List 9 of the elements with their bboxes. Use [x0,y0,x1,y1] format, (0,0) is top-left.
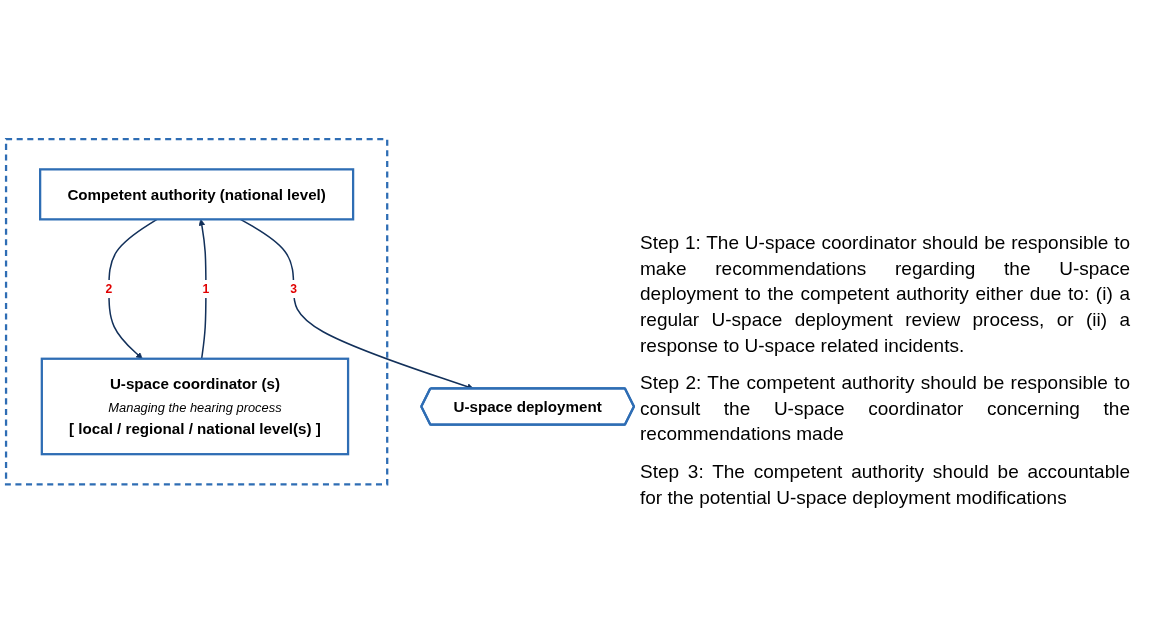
step-text: Step 2: The competent authority should be responsible to consult the U-space coordinator concerning the recommendations made [640,371,1130,447]
edge-label: 3 [290,282,297,296]
step-text: Step 3: The competent authority should be accountable for the potential U-space deployment modifications [640,460,1130,510]
edge-label: 1 [202,282,210,296]
node-box: U-space coordinator (s) Managing the hearing process [ local / regional / national level(s) ] [40,357,350,456]
cluster [4,138,389,486]
edge-label: 2 [105,282,113,296]
node-box: Competent authority (national level) [39,168,355,221]
step-text: Step 1: The U-space coordinator should be responsible to make recommendations regarding the U-space deployment to the competent authority either due to: (i) a regular U-space deployment review process, or (ii) a response to U-space related incidents. [640,231,1130,358]
